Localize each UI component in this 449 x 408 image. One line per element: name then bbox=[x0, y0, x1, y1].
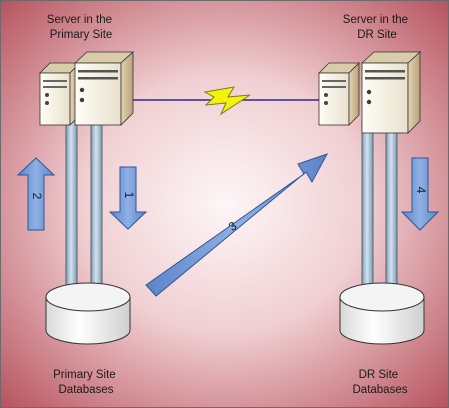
dr-database-label: DR Site Databases bbox=[353, 369, 408, 396]
step-1-label: 1 bbox=[122, 192, 136, 199]
primary-server-label: Server in the Primary Site bbox=[47, 14, 115, 41]
step-2-label: 2 bbox=[30, 193, 44, 200]
step-1-arrow: 1 bbox=[108, 166, 148, 230]
primary-database-label: Primary Site Databases bbox=[53, 369, 119, 396]
step-4-label: 4 bbox=[414, 187, 428, 194]
primary-database-icon bbox=[45, 282, 131, 345]
lightning-icon bbox=[203, 86, 251, 116]
dr-server-label: Server in the DR Site bbox=[343, 14, 411, 41]
dr-database-icon bbox=[339, 282, 425, 345]
step-2-arrow: 2 bbox=[16, 157, 56, 231]
step-3-arrow: 3 bbox=[145, 153, 329, 297]
primary-server-icon bbox=[39, 51, 135, 126]
dr-server-icon bbox=[318, 51, 422, 134]
step-4-arrow: 4 bbox=[400, 157, 440, 231]
